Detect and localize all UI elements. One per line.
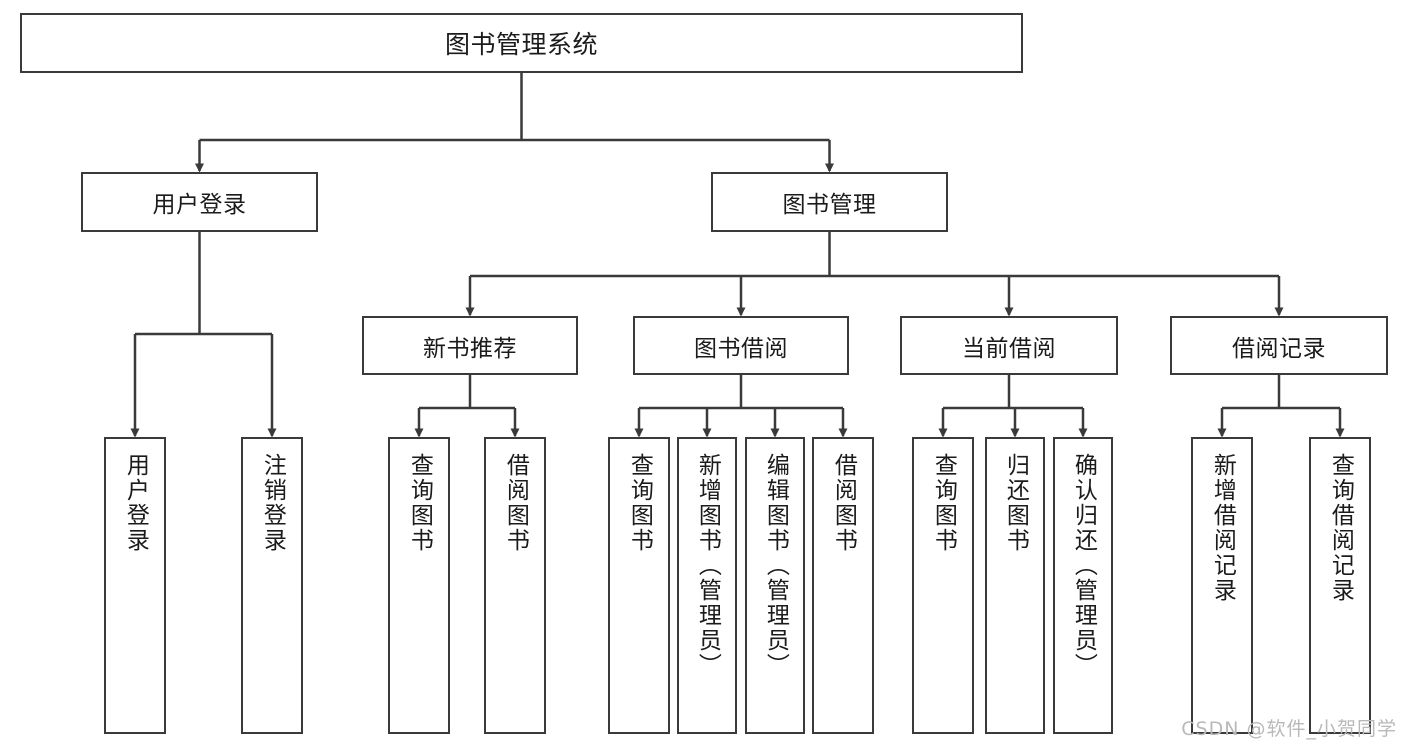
node-leaf-cur-confirm[interactable]: 确认归还（管理员） [1053,437,1113,734]
node-leaf-cur-query[interactable]: 查询图书 [912,437,974,734]
node-leaf-cur-return[interactable]: 归还图书 [985,437,1045,734]
node-leaf-rec-query[interactable]: 查询借阅记录 [1309,437,1371,734]
node-label-leaf-new-query: 查询图书 [406,453,433,553]
node-root[interactable]: 图书管理系统 [20,13,1023,73]
node-label-borrow: 图书借阅 [694,335,788,362]
node-label-login: 用户登录 [152,192,247,218]
node-label-leaf-bk-edit: 编辑图书（管理员） [762,453,789,678]
node-leaf-new-query[interactable]: 查询图书 [388,437,450,734]
node-label-current: 当前借阅 [962,335,1056,362]
node-records[interactable]: 借阅记录 [1170,316,1388,375]
node-leaf-bk-query[interactable]: 查询图书 [608,437,670,734]
node-borrow[interactable]: 图书借阅 [633,316,849,375]
node-leaf-new-borrow[interactable]: 借阅图书 [484,437,546,734]
node-leaf-bk-add[interactable]: 新增图书（管理员） [677,437,737,734]
node-login[interactable]: 用户登录 [81,172,318,232]
node-current[interactable]: 当前借阅 [900,316,1118,375]
node-label-leaf-rec-query: 查询借阅记录 [1327,453,1354,603]
node-leaf-bk-borrow[interactable]: 借阅图书 [812,437,874,734]
node-label-leaf-bk-query: 查询图书 [626,453,653,553]
node-bookmgmt[interactable]: 图书管理 [711,172,948,232]
node-label-leaf-bk-borrow: 借阅图书 [830,453,857,553]
node-label-leaf-user-login: 用户登录 [122,453,149,553]
node-label-leaf-bk-add: 新增图书（管理员） [694,453,721,678]
node-label-root: 图书管理系统 [444,30,598,59]
node-label-leaf-cur-query: 查询图书 [930,453,957,553]
node-label-bookmgmt: 图书管理 [782,192,877,218]
node-leaf-user-logout[interactable]: 注销登录 [241,437,303,734]
node-leaf-rec-add[interactable]: 新增借阅记录 [1191,437,1253,734]
node-label-leaf-user-logout: 注销登录 [259,453,286,553]
node-leaf-user-login[interactable]: 用户登录 [104,437,166,734]
node-label-leaf-cur-confirm: 确认归还（管理员） [1070,453,1097,678]
node-label-leaf-rec-add: 新增借阅记录 [1209,453,1236,603]
node-leaf-bk-edit[interactable]: 编辑图书（管理员） [745,437,805,734]
node-label-leaf-cur-return: 归还图书 [1002,453,1029,553]
node-label-records: 借阅记录 [1232,335,1326,362]
node-newbook[interactable]: 新书推荐 [362,316,578,375]
node-label-newbook: 新书推荐 [423,335,517,362]
node-label-leaf-new-borrow: 借阅图书 [502,453,529,553]
